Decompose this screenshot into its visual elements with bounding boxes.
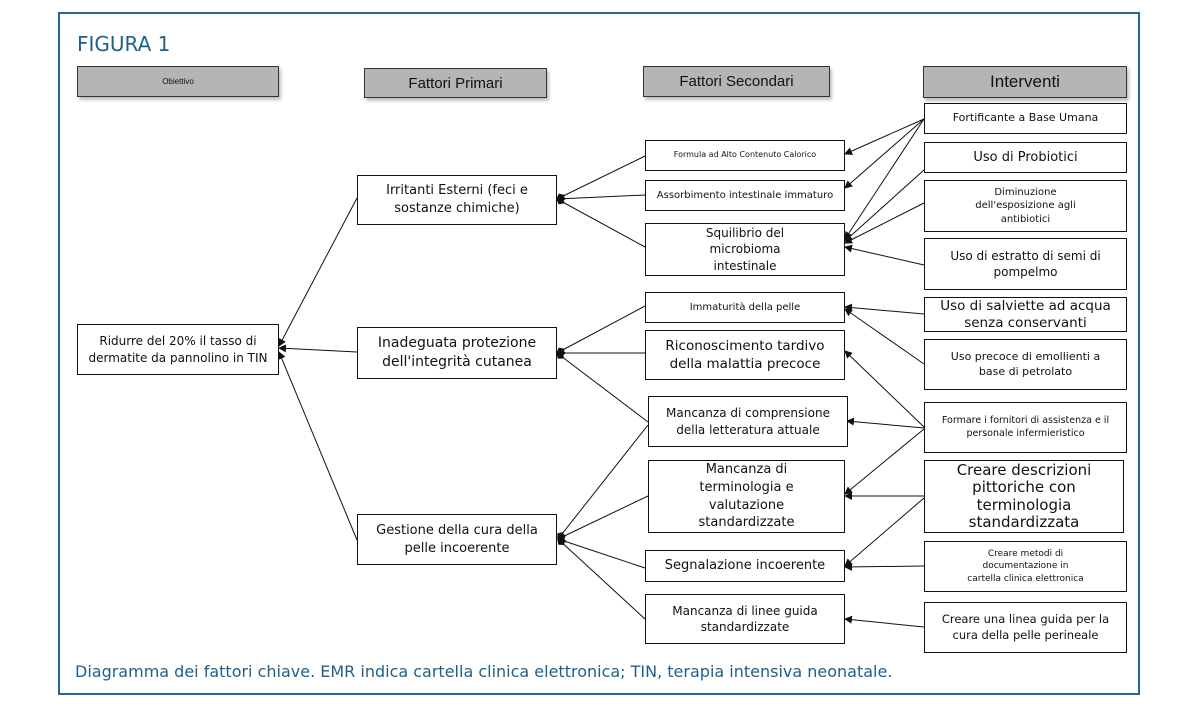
- intervention-human-fortifier: Fortificante a Base Umana: [924, 103, 1127, 134]
- link-i1-s1: [844, 118, 925, 155]
- secondary-high-calorie-formula: Formula ad Alto Contenuto Calorico: [645, 140, 845, 171]
- link-p2-goal: [278, 344, 358, 353]
- header-goal: Obiettivo: [77, 66, 279, 97]
- link-s2-p1: [556, 194, 646, 203]
- link-p3-goal: [277, 351, 358, 541]
- primary-skin-integrity: Inadeguata protezione dell'integrità cut…: [357, 327, 557, 379]
- figure-frame: [58, 12, 1140, 695]
- link-s6-p3: [557, 424, 649, 540]
- secondary-standardized-terminology: Mancanza di terminologia e valutazione s…: [648, 460, 845, 533]
- intervention-petrolatum-emollients: Uso precoce di emollienti a base di petr…: [924, 339, 1127, 390]
- header-primary-factors: Fattori Primari: [364, 68, 547, 98]
- link-p1-goal: [278, 197, 358, 347]
- figure-caption: Diagramma dei fattori chiave. EMR indica…: [75, 662, 893, 681]
- primary-external-irritants: Irritanti Esterni (feci e sostanze chimi…: [357, 175, 557, 225]
- secondary-immature-absorption: Assorbimento intestinale immaturo: [645, 180, 845, 211]
- link-i6-s4: [844, 308, 925, 365]
- primary-inconsistent-skin-care: Gestione della cura della pelle incoeren…: [357, 514, 557, 565]
- link-i3-s3: [844, 202, 925, 244]
- intervention-probiotics: Uso di Probiotici: [924, 142, 1127, 173]
- secondary-inconsistent-reporting: Segnalazione incoerente: [645, 550, 845, 582]
- link-i9-s8: [844, 562, 925, 571]
- link-i8-s8: [844, 497, 925, 567]
- link-i1-s3: [844, 118, 925, 240]
- link-s1-p1: [556, 155, 646, 201]
- link-s9-p3: [557, 538, 646, 620]
- link-s7-p3: [557, 495, 649, 541]
- link-s3-p1: [556, 197, 646, 248]
- intervention-emr-documentation: Creare metodi di documentazione in carte…: [924, 541, 1127, 592]
- link-s4-p2: [556, 305, 646, 355]
- header-interventions: Interventi: [923, 66, 1127, 98]
- link-i4-s3: [844, 244, 925, 266]
- secondary-literature-understanding: Mancanza di comprensione della letteratu…: [648, 396, 848, 447]
- link-i10-s9: [844, 615, 925, 628]
- link-i1-s2: [844, 118, 925, 189]
- secondary-microbiome-imbalance: Squilibrio del microbioma intestinale: [645, 223, 845, 276]
- secondary-late-recognition: Riconoscimento tardivo della malattia pr…: [645, 330, 845, 380]
- header-secondary-factors: Fattori Secondari: [643, 66, 830, 97]
- link-s8-p3: [557, 536, 646, 569]
- intervention-staff-training: Formare i fornitori di assistenza e il p…: [924, 402, 1127, 453]
- secondary-missing-guidelines: Mancanza di linee guida standardizzate: [645, 594, 845, 644]
- secondary-skin-immaturity: Immaturità della pelle: [645, 292, 845, 323]
- link-s6-p2: [556, 352, 649, 423]
- goal-box: Ridurre del 20% il tasso di dermatite da…: [77, 324, 279, 375]
- link-i5-s4: [844, 303, 925, 315]
- link-i7-s5: [844, 350, 925, 428]
- intervention-perineal-guideline: Creare una linea guida per la cura della…: [924, 602, 1127, 653]
- link-i7-s6: [846, 417, 925, 429]
- link-i2-s3: [844, 169, 925, 242]
- intervention-water-wipes: Uso di salviette ad acqua senza conserva…: [924, 297, 1127, 332]
- intervention-antibiotic-exposure: Diminuzione dell'esposizione agli antibi…: [924, 180, 1127, 232]
- intervention-pictorial-descriptions: Creare descrizioni pittoriche con termin…: [924, 460, 1124, 533]
- intervention-grapefruit-seed: Uso di estratto di semi di pompelmo: [924, 238, 1127, 290]
- figure-title: FIGURA 1: [77, 32, 171, 56]
- link-i7-s7: [844, 428, 925, 495]
